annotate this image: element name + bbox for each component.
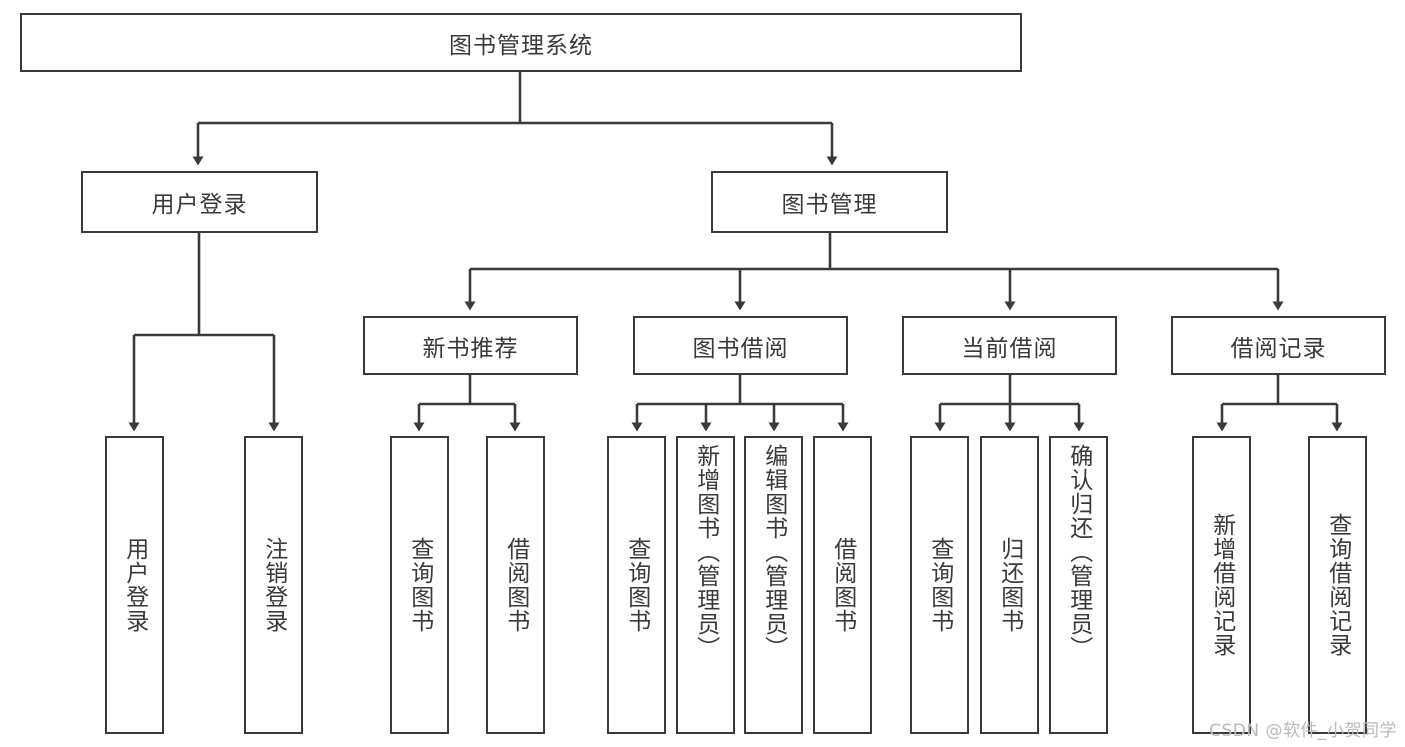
node-label: 新增图书（管理员） (692, 444, 719, 660)
node-label: 图书管理系统 (449, 32, 593, 59)
node-current-borrow[interactable]: 当前借阅 (902, 316, 1117, 375)
leaf-query-book-new[interactable]: 查询图书 (390, 436, 449, 734)
node-label: 查询图书 (926, 537, 953, 633)
leaf-borrow-book-new[interactable]: 借阅图书 (486, 436, 545, 734)
node-new-book-recommend[interactable]: 新书推荐 (363, 316, 578, 375)
node-label: 借阅图书 (829, 537, 856, 633)
node-label: 图书管理 (781, 192, 878, 218)
node-label: 借阅记录 (1230, 335, 1327, 362)
leaf-edit-book-admin[interactable]: 编辑图书（管理员） (744, 436, 803, 734)
node-label: 编辑图书（管理员） (760, 444, 787, 660)
node-label: 用户登录 (151, 192, 248, 218)
node-user-login[interactable]: 用户登录 (81, 171, 318, 233)
node-label: 查询借阅记录 (1324, 513, 1351, 657)
node-label: 归还图书 (996, 537, 1023, 633)
node-label: 新增借阅记录 (1208, 513, 1235, 657)
node-label: 确认归还（管理员） (1065, 444, 1092, 660)
node-label: 图书借阅 (692, 335, 789, 362)
node-borrow-record[interactable]: 借阅记录 (1171, 316, 1386, 375)
leaf-add-borrow-record[interactable]: 新增借阅记录 (1192, 436, 1251, 734)
node-label: 当前借阅 (961, 335, 1058, 362)
node-root-system[interactable]: 图书管理系统 (20, 13, 1022, 72)
node-label: 查询图书 (623, 537, 650, 633)
leaf-confirm-return-admin[interactable]: 确认归还（管理员） (1049, 436, 1108, 734)
leaf-user-login[interactable]: 用户登录 (105, 436, 164, 734)
node-label: 借阅图书 (502, 537, 529, 633)
leaf-borrow-book[interactable]: 借阅图书 (813, 436, 872, 734)
node-label: 用户登录 (121, 537, 148, 633)
leaf-add-book-admin[interactable]: 新增图书（管理员） (676, 436, 735, 734)
leaf-logout-login[interactable]: 注销登录 (244, 436, 303, 734)
leaf-query-book-borrow[interactable]: 查询图书 (607, 436, 666, 734)
node-label: 查询图书 (406, 537, 433, 633)
node-label: 新书推荐 (422, 335, 519, 362)
leaf-query-book-current[interactable]: 查询图书 (910, 436, 969, 734)
leaf-query-borrow-record[interactable]: 查询借阅记录 (1308, 436, 1367, 734)
node-book-borrow[interactable]: 图书借阅 (633, 316, 848, 375)
leaf-return-book[interactable]: 归还图书 (980, 436, 1039, 734)
node-label: 注销登录 (260, 537, 287, 633)
node-book-management[interactable]: 图书管理 (711, 171, 948, 233)
csdn-watermark: CSDN @软件_小贺同学 (1209, 721, 1397, 741)
